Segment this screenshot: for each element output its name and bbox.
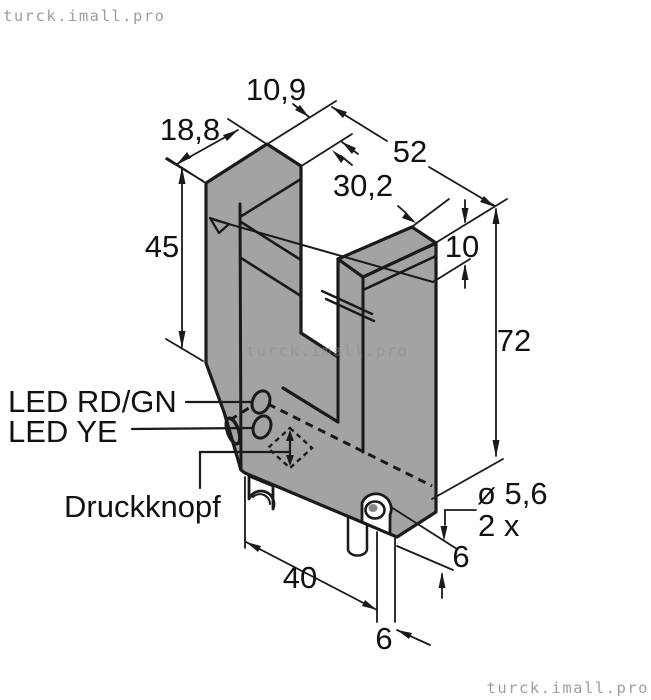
callouts: LED RD/GN LED YE Druckknopf bbox=[8, 384, 292, 524]
label-led-ye: LED YE bbox=[8, 414, 118, 449]
dimension-hole-diameter: ø 5,6 2 x bbox=[390, 476, 548, 550]
dim-total-height: 72 bbox=[497, 323, 531, 358]
dim-slot-width: 30,2 bbox=[333, 168, 393, 203]
mounting-hole-left bbox=[247, 474, 276, 511]
connector-pin bbox=[346, 514, 369, 557]
right-arm-top-face bbox=[336, 225, 438, 279]
dimension-6-right: 6 bbox=[396, 539, 470, 599]
through-hole-shadow bbox=[368, 504, 378, 512]
watermark-center: turck.imall.pro bbox=[246, 342, 408, 360]
dim-arm-top-depth: 18,8 bbox=[160, 112, 220, 147]
watermarks: turck.imall.pro turck.imall.pro turck.im… bbox=[3, 7, 649, 697]
dim-base-width: 40 bbox=[283, 560, 317, 595]
mounting-hole-right bbox=[360, 492, 393, 536]
dimension-40: 40 bbox=[244, 476, 378, 611]
led-rd-gn bbox=[250, 389, 272, 415]
dimension-10-9: 10,9 bbox=[246, 72, 359, 166]
label-led-rd-gn: LED RD/GN bbox=[8, 384, 177, 419]
front-face-dashed-axis bbox=[229, 402, 433, 488]
dim-arm-thickness: 10 bbox=[445, 229, 479, 264]
dim-hole-count: 2 x bbox=[478, 508, 520, 543]
dimension-45: 45 bbox=[145, 158, 204, 362]
sensor-body bbox=[204, 142, 438, 557]
dimension-18-8: 18,8 bbox=[160, 112, 266, 183]
beam-axis-open-arrow bbox=[208, 216, 231, 235]
teach-button-marker bbox=[266, 426, 314, 470]
led-ye bbox=[251, 414, 273, 440]
body-internal-edges bbox=[238, 164, 438, 472]
push-button-side bbox=[224, 416, 242, 446]
through-hole-circle bbox=[364, 500, 386, 520]
beam-axis bbox=[208, 216, 434, 283]
dimension-6-bottom: 6 bbox=[375, 531, 431, 656]
dim-hole-offset-right: 6 bbox=[452, 539, 469, 574]
dim-arm-top-width: 10,9 bbox=[246, 72, 306, 107]
dimension-72: 72 bbox=[431, 198, 531, 500]
watermark-bottom-right: turck.imall.pro bbox=[487, 679, 649, 697]
dim-hole-offset-bottom: 6 bbox=[375, 621, 392, 656]
dim-arm-height: 45 bbox=[145, 229, 179, 264]
dimension-30-2: 30,2 bbox=[332, 150, 450, 227]
dimension-10: 10 bbox=[432, 199, 479, 289]
dim-hole-diameter: ø 5,6 bbox=[477, 476, 548, 511]
dimension-52: 52 bbox=[331, 106, 496, 207]
dim-total-depth: 52 bbox=[393, 134, 427, 169]
label-push-button: Druckknopf bbox=[64, 489, 221, 524]
watermark-top-left: turck.imall.pro bbox=[3, 7, 165, 25]
